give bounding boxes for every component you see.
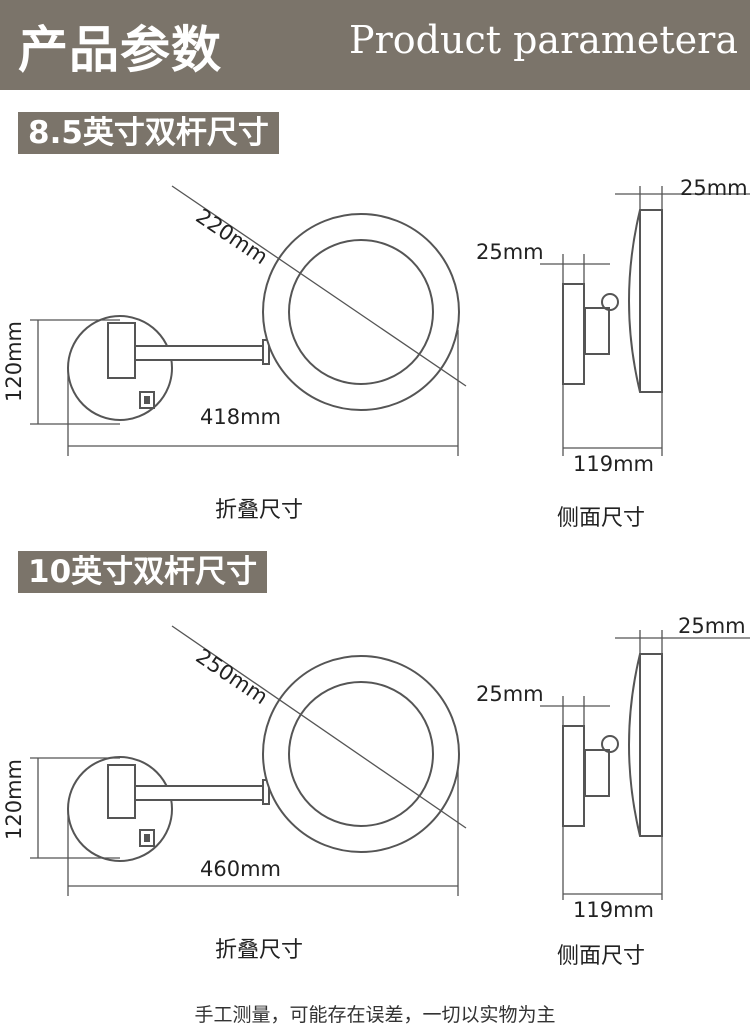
side-mirror — [628, 653, 663, 837]
arm — [134, 785, 264, 801]
dimension-drawing — [30, 185, 750, 456]
mirror-outer — [262, 655, 460, 853]
diagram-8-5: 220mm 120mm 418mm 25mm 25mm 119mm 折叠尺寸 侧… — [0, 160, 750, 590]
side-plate — [562, 725, 585, 827]
wall-base — [67, 315, 173, 421]
mirror-outer — [262, 213, 460, 411]
dim-side-mid: 25mm — [476, 240, 544, 264]
footer-note: 手工测量，可能存在误差，一切以实物为主 — [194, 1004, 556, 1026]
side-plate — [562, 283, 585, 385]
caption-side: 侧面尺寸 — [557, 944, 646, 969]
dim-side-bottom: 119mm — [573, 452, 654, 476]
side-ball — [601, 735, 619, 753]
mirror-inner — [288, 681, 434, 827]
dim-height: 120mm — [2, 759, 26, 840]
mirror-inner — [288, 239, 434, 385]
page-header: 产品参数 Product parametera — [0, 0, 750, 90]
dim-side-top: 25mm — [680, 176, 748, 200]
caption-folded: 折叠尺寸 — [215, 938, 304, 963]
arm-joint — [262, 339, 270, 365]
side-knuckle — [584, 749, 610, 797]
dim-side-mid: 25mm — [476, 682, 544, 706]
dim-side-top: 25mm — [678, 614, 746, 638]
page-title: 产品参数 — [18, 21, 222, 79]
dimension-drawing — [30, 625, 750, 900]
section-label-10: 10英寸双杆尺寸 — [18, 551, 268, 593]
side-knuckle — [584, 307, 610, 355]
caption-folded: 折叠尺寸 — [215, 498, 304, 523]
wall-base — [67, 756, 173, 862]
dim-width: 460mm — [200, 857, 281, 881]
arm — [134, 345, 264, 361]
side-mirror — [628, 209, 663, 393]
dim-width: 418mm — [200, 405, 281, 429]
side-ball — [601, 293, 619, 311]
page-subtitle: Product parametera — [349, 18, 738, 62]
dim-height: 120mm — [2, 321, 26, 402]
knuckle-block — [107, 764, 136, 819]
knuckle-block — [107, 322, 136, 379]
section-label-8-5: 8.5英寸双杆尺寸 — [18, 112, 279, 154]
diagram-10: 250mm 120mm 460mm 25mm 25mm 119mm 折叠尺寸 侧… — [0, 600, 750, 1030]
dim-side-bottom: 119mm — [573, 898, 654, 922]
caption-side: 侧面尺寸 — [557, 506, 646, 531]
